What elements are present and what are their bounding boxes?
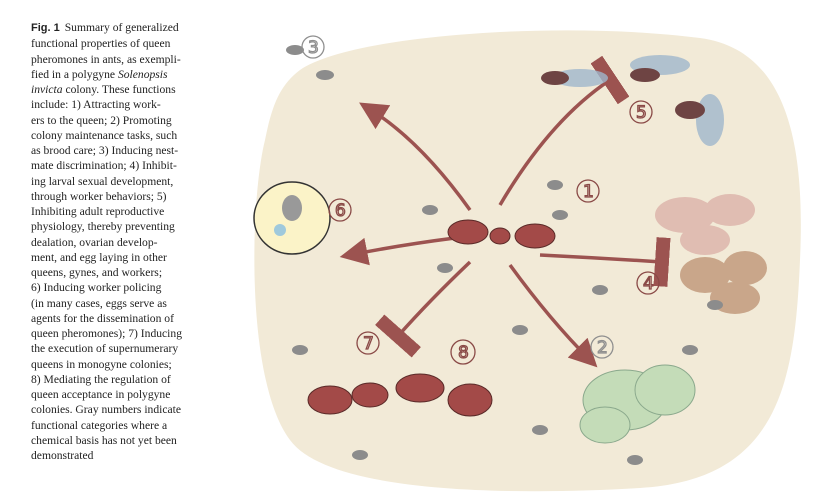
caption-line: Summary of generalized xyxy=(64,21,179,34)
svg-text:4: 4 xyxy=(643,274,654,294)
winged-queens xyxy=(541,55,724,146)
function-number-7: 7 xyxy=(356,331,380,355)
arrow-to-4 xyxy=(539,237,671,287)
caption-line: ers to the queen; 2) Promoting xyxy=(31,113,172,127)
egg-chamber xyxy=(253,181,331,255)
caption-line: include: 1) Attracting work- xyxy=(31,98,161,112)
brood-pile xyxy=(579,364,696,444)
caption-line: queen acceptance in polygyne xyxy=(31,388,171,401)
caption-line: through worker behaviors; 5) xyxy=(31,189,167,203)
svg-text:8: 8 xyxy=(458,343,469,363)
function-number-2: 2 xyxy=(590,335,614,359)
caption-line: colony. These functions xyxy=(65,83,176,96)
arrow-to-2 xyxy=(508,263,598,368)
caption-line: pheromones in ants, as exempli- xyxy=(31,52,181,66)
function-number-5: 5 xyxy=(629,100,653,124)
queen-cluster xyxy=(307,373,493,417)
caption-line: Inhibiting adult reproductive xyxy=(31,205,165,218)
function-number-3: 3 xyxy=(301,35,325,59)
caption-line: physiology, thereby preventing xyxy=(31,220,175,234)
caption-line: functional categories where a xyxy=(31,418,168,432)
arrow-to-6 xyxy=(339,236,456,266)
function-number-6: 6 xyxy=(328,198,352,222)
caption-line: the execution of supernumerary xyxy=(31,342,179,356)
caption-line: chemical basis has not yet been xyxy=(31,433,177,447)
caption-line: (in many cases, eggs serve as xyxy=(31,296,167,310)
caption-line: mate discrimination; 4) Inhibit- xyxy=(31,159,177,173)
caption-line: fied in a polygyne xyxy=(31,67,118,81)
caption-line: queens in monogyne colonies; xyxy=(31,357,172,371)
caption-line: functional properties of queen xyxy=(31,37,171,51)
figure-label: Fig. 1 xyxy=(31,22,60,34)
function-number-4: 4 xyxy=(636,271,660,295)
caption-line: queen pheromones); 7) Inducing xyxy=(31,327,182,340)
figure-caption: Fig. 1 Summary of generalized functional … xyxy=(31,20,206,463)
svg-text:6: 6 xyxy=(335,201,346,221)
arrow-to-7 xyxy=(375,260,472,358)
arrow-to-5 xyxy=(498,55,630,206)
ant-colony-illustration: 3 5 1 6 4 2 7 8 xyxy=(253,30,801,492)
worker-ants xyxy=(286,45,723,465)
caption-line: agents for the dissemination of xyxy=(31,311,174,325)
caption-line: colony maintenance tasks, such xyxy=(31,128,178,142)
caption-line: queens, gynes, and workers; xyxy=(31,266,163,279)
caption-line: colonies. Gray numbers indicate xyxy=(31,403,182,417)
svg-text:5: 5 xyxy=(636,103,647,123)
arrow-to-3 xyxy=(359,102,472,212)
species-epithet: invicta xyxy=(31,83,63,96)
caption-line: dealation, ovarian develop- xyxy=(31,235,158,249)
svg-text:1: 1 xyxy=(583,182,594,202)
svg-text:3: 3 xyxy=(308,38,319,58)
svg-text:2: 2 xyxy=(597,338,608,358)
function-number-1: 1 xyxy=(576,179,600,203)
species-genus: Solenopsis xyxy=(117,67,168,81)
caption-line: 8) Mediating the regulation of xyxy=(31,372,171,386)
central-queens xyxy=(447,219,556,249)
caption-line: ing larval sexual development, xyxy=(31,174,174,188)
caption-line: demonstrated xyxy=(31,449,94,462)
caption-line: 6) Inducing worker policing xyxy=(31,281,162,295)
svg-text:7: 7 xyxy=(363,334,374,354)
caption-line: as brood care; 3) Inducing nest- xyxy=(31,144,179,157)
function-number-8: 8 xyxy=(450,339,476,365)
caption-line: ment, and egg laying in other xyxy=(31,250,167,264)
